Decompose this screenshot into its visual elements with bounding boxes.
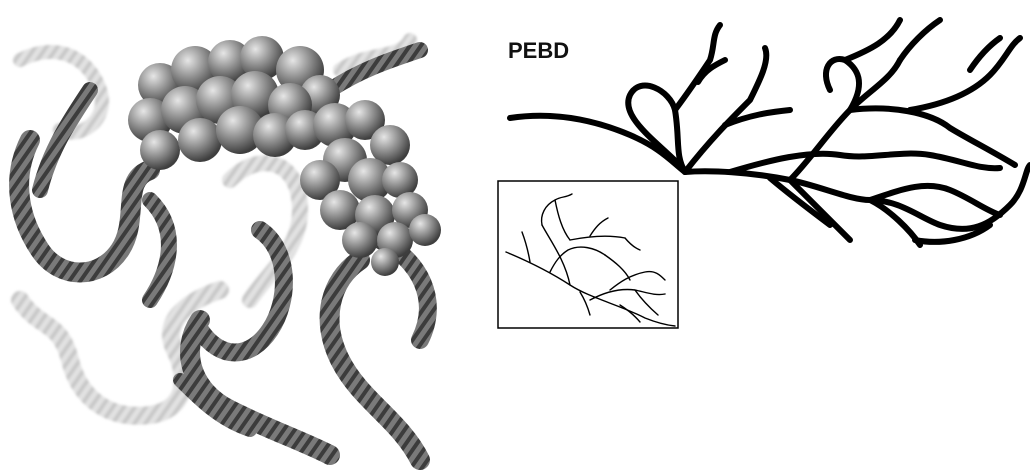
space-filling-molecule-icon [0, 0, 470, 472]
inset-frame [498, 181, 678, 328]
inset-diagram [498, 181, 678, 328]
branched-polymer-icon: PEBD [470, 0, 1030, 472]
molecule-rendering [0, 0, 470, 472]
branched-polymer-diagram: PEBD [470, 0, 1030, 472]
figure-label: PEBD [508, 38, 569, 63]
